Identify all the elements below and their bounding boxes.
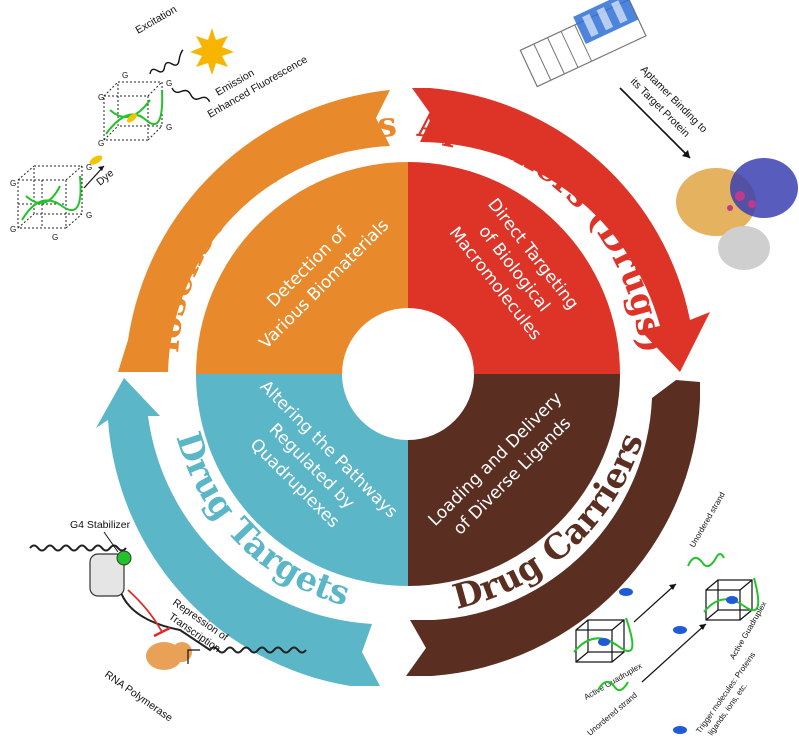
strand-right	[105, 89, 164, 135]
release-arrow-top	[633, 583, 677, 623]
biosensor-illustration: G G G G G Dye G G G G G Excitation Emiss…	[10, 3, 310, 242]
cargo-ligand-icon-left	[598, 638, 610, 646]
drug-targets-arrow	[96, 378, 380, 686]
biosensors-arrow	[118, 90, 390, 372]
strand-left	[21, 175, 82, 221]
quadruplex-box-icon	[89, 553, 125, 597]
g-label-3: G	[86, 163, 92, 172]
binding-arrow-head	[682, 150, 690, 158]
g-label-8: G	[166, 79, 172, 88]
g-label-1: G	[10, 179, 16, 188]
strand-left-2	[25, 185, 61, 205]
binding-arrow-bottom	[641, 623, 707, 683]
dna-strand-icon-2	[119, 589, 307, 654]
outer-arrow-ring	[96, 88, 710, 686]
unordered-label-top: Unordered strand	[688, 491, 727, 549]
g-label-9: G	[166, 123, 172, 132]
excitation-label: Excitation	[134, 3, 180, 36]
repression-bar	[153, 626, 171, 638]
aptamer-ladder-icon	[519, 0, 647, 88]
active-quadruplex-icon-left	[575, 619, 625, 663]
g-label-4: G	[86, 211, 92, 220]
transcription-start-icon	[187, 649, 200, 664]
dna-strand-icon	[29, 544, 127, 552]
repression-arrow	[127, 589, 163, 633]
quadrant-circle	[196, 162, 620, 586]
dye-arrow	[83, 165, 105, 189]
unordered-strand-icon-bottom	[597, 680, 629, 692]
active-quadruplex-icon-right	[705, 579, 753, 621]
cargo-ligand-icon-right	[726, 596, 738, 604]
stabilizer-ligand-icon	[116, 550, 132, 566]
dye-label: Dye	[94, 167, 116, 188]
binding-arrow-bottom-head	[699, 624, 706, 630]
dye-molecule-icon	[89, 155, 103, 165]
quadrant-top-right	[408, 162, 620, 374]
stabilizer-label: G4 Stabilizer	[70, 519, 131, 531]
g-label-5: G	[52, 233, 58, 242]
bound-dye-icon	[127, 113, 137, 123]
g-label-10: G	[98, 139, 104, 148]
quadrant-bottom-right	[408, 374, 620, 586]
trigger-legend-icon	[673, 726, 687, 734]
released-ligand-icon	[619, 588, 633, 596]
center-hole	[342, 308, 474, 440]
drug-carriers-arrow	[406, 380, 700, 676]
binding-arrow	[619, 87, 691, 159]
dye-arrow-head	[98, 166, 104, 171]
target-protein-icon	[676, 158, 798, 270]
aptamers-arrow	[412, 88, 710, 372]
trigger-ligand-icon	[673, 626, 687, 634]
release-arrow-top-head	[669, 584, 676, 590]
excitation-wave-icon	[149, 49, 184, 75]
g-label-7: G	[122, 71, 128, 80]
g-label-2: G	[10, 225, 16, 234]
sun-icon	[190, 28, 234, 75]
active-strand-left	[573, 617, 634, 653]
stabilizer-pointer	[103, 531, 119, 553]
emission-wave-icon	[171, 87, 211, 103]
g-label-6: G	[98, 93, 104, 102]
active-strand-right	[703, 577, 760, 613]
quadrant-top-left	[196, 162, 408, 374]
quadrant-bottom-left	[196, 374, 408, 586]
unordered-strand-icon-top	[687, 553, 725, 568]
polymerase-label: RNA Polymerase	[102, 669, 175, 725]
trigger-label-1: Trigger molecules: Proteins	[694, 650, 757, 735]
